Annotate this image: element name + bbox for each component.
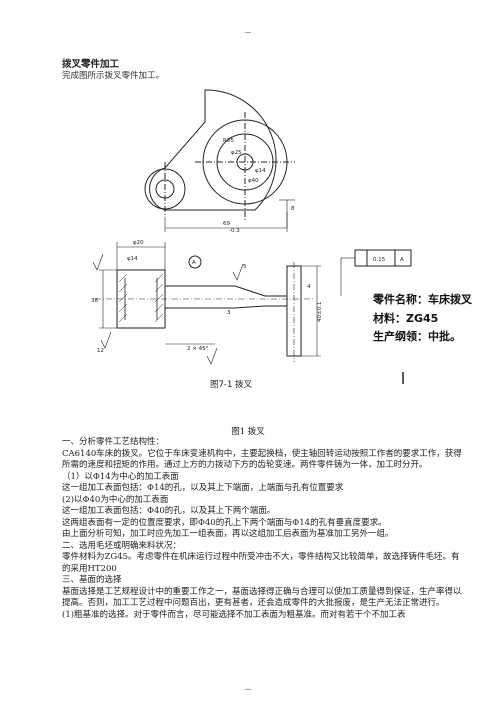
datum-a-label: A: [192, 260, 196, 266]
dim-8: 8: [291, 206, 295, 212]
tolerance-ref: A: [400, 257, 404, 263]
datum-circle-a: [188, 255, 202, 269]
dim-36: 36: [91, 298, 98, 304]
figure-caption: 图1 拨叉: [231, 427, 265, 437]
dim-d14-tol: φ14: [127, 256, 138, 262]
body-line: （1）以Φ14为中心的加工表面: [62, 471, 179, 482]
body-line: 这一组加工表面包括：Φ40的孔，以及其上下两个端面。: [62, 506, 276, 516]
body-line: 基面选择是工艺规程设计中的重要工作之一，基面选择得正确与合理可以使加工质量得到保…: [62, 586, 462, 609]
page-marker-top: --: [245, 27, 251, 37]
dim-r65: R65: [223, 138, 234, 144]
tolerance-value: 0.15: [373, 257, 386, 263]
dim-d25: φ25: [231, 150, 242, 156]
dim-d20: φ20: [133, 240, 144, 246]
dim-5: 5: [243, 264, 247, 270]
body-line: 三、基面的选择: [62, 575, 122, 585]
fork-drawing: R65 φ25 φ40 φ14 69 -0.3 8 φ20 φ14 36 12 …: [91, 89, 412, 384]
figure-inner-caption: 图7-1 拨叉: [210, 380, 253, 390]
body-line: 一、分析零件工艺结构性：: [62, 437, 165, 447]
body-line: (1)粗基准的选择。对于零件而言，尽可能选择不加工表面为粗基准。而对有若干个不加…: [62, 609, 406, 620]
dim-d40: φ40: [248, 178, 259, 184]
dim-4: 4: [307, 284, 311, 290]
dim-d14: φ14: [255, 168, 266, 174]
body-line: 零件材料为ZG45。考虑零件在机床运行过程中所受冲击不大，零件结构又比较简单，故…: [62, 552, 460, 574]
dim-vertical: 40±0.1: [317, 302, 323, 322]
body-line: 这一组加工表面包括：Φ14的孔，以及其上下端面，上端面与孔有位置要求: [62, 483, 344, 493]
body-line: 由上面分析可知，加工时应先加工一组表面，再以这组加工后表面为基准加工另外一组。: [62, 529, 394, 539]
page-marker-bottom: --: [245, 684, 251, 694]
dim-3: 3: [227, 310, 231, 316]
spec-production: 生产纲领：中批。: [373, 330, 461, 343]
arm-profile: [165, 285, 288, 309]
body-line: CA6140车床的拨叉。它位于车床变速机构中，主要起换档，使主轴回转运动按照工作…: [62, 448, 462, 471]
tol-03: -0.3: [229, 228, 240, 234]
page-title: 拨叉零件加工: [62, 59, 120, 70]
page-subtitle: 完成图所示拨叉零件加工。: [62, 71, 165, 81]
body-line: 这两组表面有一定的位置度要求，即Φ40的孔上下两个端面与Φ14的孔有垂直度要求。: [62, 517, 387, 528]
body-line: (2)以Φ40为中心的加工表面: [62, 494, 169, 505]
dim-chamfer: 2 × 45°: [187, 346, 209, 352]
body-text: 一、分析零件工艺结构性： CA6140车床的拨叉。它位于车床变速机构中，主要起换…: [62, 437, 462, 621]
dim-12: 12: [97, 348, 104, 354]
dim-69: 69: [223, 221, 230, 227]
fork-outline: [149, 89, 277, 211]
spec-material: 材料：ZG45: [373, 312, 439, 325]
body-line: 二、选用毛坯或明确来料状况：: [62, 540, 182, 551]
spec-part-name: 零件名称：车床拨叉: [373, 293, 472, 306]
